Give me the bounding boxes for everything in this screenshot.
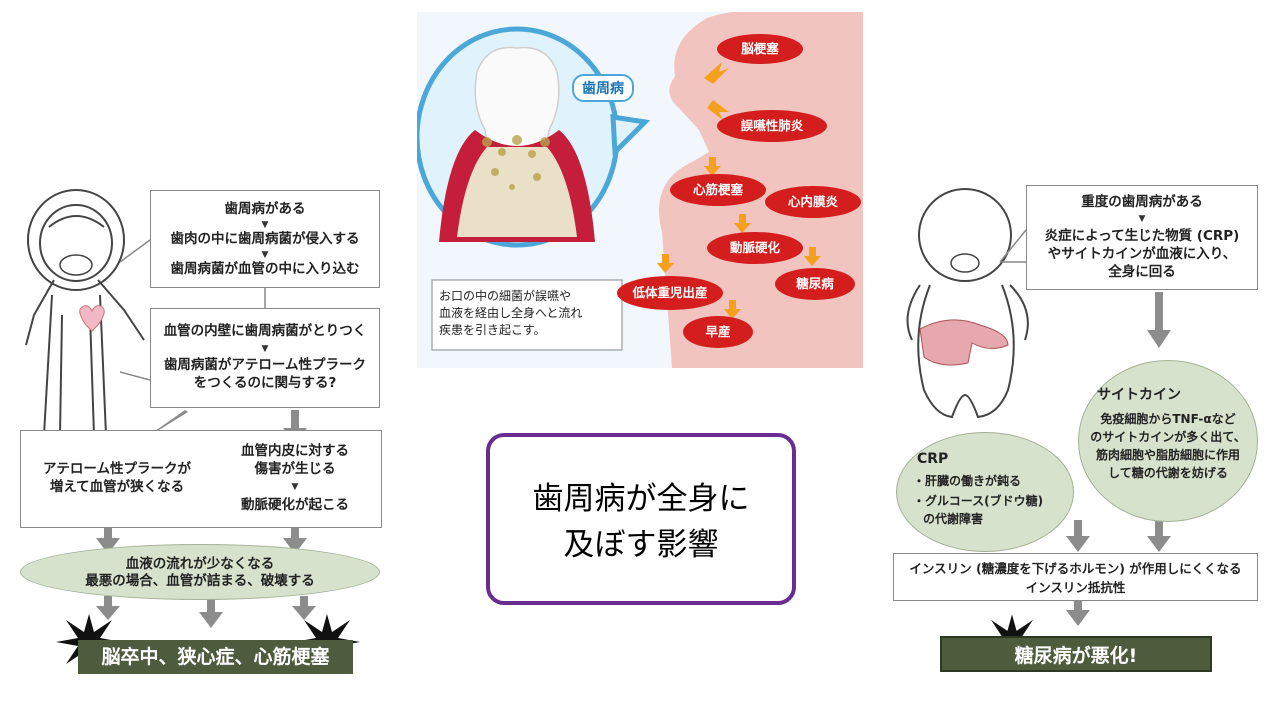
- left-box-vessel-effects: アテローム性プラークが 増えて血管が狭くなる 血管内皮に対する 傷害が生じる ▼…: [20, 430, 382, 528]
- disease-pill: 心筋梗塞: [670, 174, 766, 206]
- insulin-line1: インスリン (糖濃度を下げるホルモン) が作用しにくくなる: [909, 561, 1242, 576]
- left-result-text: 脳卒中、狭心症、心筋梗塞: [101, 646, 330, 668]
- bubble-label-badge: 歯周病: [572, 74, 634, 102]
- crp-heading: CRP: [917, 451, 949, 467]
- title-box: 歯周病が全身に 及ぼす影響: [486, 433, 796, 605]
- down-triangle-icon: ▼: [261, 220, 269, 230]
- caption-line3: 疾患を引き起こす。: [439, 323, 546, 337]
- right-result-banner: 糖尿病が悪化!: [940, 636, 1212, 672]
- right-box1-line4: 全身に回る: [1108, 264, 1176, 280]
- right-person-illustration: [906, 188, 1029, 419]
- left-box-plaque-formation: 血管の内壁に歯周病菌がとりつく ▼ 歯周病菌がアテローム性プラーク をつくるのに…: [150, 308, 380, 408]
- right-box1-line3: やサイトカインが血液に入り、: [1047, 246, 1237, 262]
- right-connectors: [999, 229, 1171, 626]
- cytokine-line3: 筋肉細胞や脂肪細胞に作用: [1095, 448, 1240, 462]
- left-box1-line3: 歯周病菌が血管の中に入り込む: [170, 261, 360, 277]
- cytokine-line1: 免疫細胞からTNF-αなど: [1100, 412, 1236, 426]
- cytokine-ellipse: サイトカイン 免疫細胞からTNF-αなど のサイトカインが多く出て、 筋肉細胞や…: [1078, 360, 1258, 522]
- down-triangle-icon: ▼: [1138, 214, 1146, 224]
- insulin-box: インスリン (糖濃度を下げるホルモン) が作用しにくくなる インスリン抵抗性: [893, 553, 1258, 601]
- center-caption: お口の中の細菌が誤嚥や 血液を経由し全身へと流れ 疾患を引き起こす。: [439, 288, 619, 339]
- cytokine-line2: のサイトカインが多く出て、: [1090, 430, 1246, 444]
- down-triangle-icon: ▼: [261, 344, 269, 354]
- crp-line1: ・肝臓の働きが鈍る: [913, 474, 1022, 488]
- disease-pill: 低体重児出産: [617, 276, 723, 310]
- caption-line2: 血液を経由し全身へと流れ: [439, 306, 583, 320]
- left-box3-right-line3: 動脈硬化が起こる: [241, 497, 349, 513]
- right-box-crp-cytokine: 重度の歯周病がある ▼ 炎症によって生じた物質 (CRP) やサイトカインが血液…: [1026, 185, 1258, 290]
- cytokine-heading: サイトカイン: [1097, 387, 1181, 403]
- center-illustration: 歯周病 お口の中の細菌が誤嚥や 血液を経由し全身へと流れ 疾患を引き起こす。 脳…: [417, 12, 863, 368]
- ellipse-line2: 最悪の場合、血管が詰まる、破壊する: [85, 573, 315, 589]
- right-result-text: 糖尿病が悪化!: [1014, 645, 1138, 667]
- cytokine-line4: して糖の代謝を妨げる: [1108, 466, 1228, 480]
- left-box-gum-invasion: 歯周病がある ▼ 歯肉の中に歯周病菌が侵入する ▼ 歯周病菌が血管の中に入り込む: [150, 190, 380, 288]
- down-triangle-icon: ▼: [291, 482, 299, 492]
- left-box2-line3: をつくるのに関与する?: [193, 375, 337, 391]
- disease-pill: 誤嚥性肺炎: [717, 110, 827, 142]
- left-box3-left-line1: アテローム性プラークが: [42, 461, 192, 477]
- bubble-label: 歯周病: [582, 81, 624, 97]
- down-triangle-icon: ▼: [261, 250, 269, 260]
- disease-pill: 早産: [683, 316, 753, 348]
- left-box2-line1: 血管の内壁に歯周病菌がとりつく: [163, 323, 367, 339]
- left-box1-line2: 歯肉の中に歯周病菌が侵入する: [170, 231, 360, 247]
- disease-pill: 動脈硬化: [707, 232, 803, 264]
- left-ellipse-blood-flow: 血液の流れが少なくなる 最悪の場合、血管が詰まる、破壊する: [20, 544, 380, 600]
- left-box2-line2: 歯周病菌がアテローム性プラーク: [163, 357, 367, 373]
- ellipse-line1: 血液の流れが少なくなる: [125, 556, 275, 572]
- left-result-banner: 脳卒中、狭心症、心筋梗塞: [78, 640, 353, 674]
- title-line1: 歯周病が全身に: [532, 481, 750, 517]
- left-box1-line1: 歯周病がある: [224, 201, 306, 217]
- right-box1-line1: 重度の歯周病がある: [1081, 194, 1203, 210]
- left-box3-right-line1: 血管内皮に対する: [241, 443, 349, 459]
- left-box3-left-line2: 増えて血管が狭くなる: [49, 479, 185, 495]
- disease-pill: 糖尿病: [775, 268, 855, 300]
- crp-line2: ・グルコース(ブドウ糖): [913, 494, 1044, 508]
- crp-line3: の代謝障害: [923, 512, 984, 526]
- crp-ellipse: CRP ・肝臓の働きが鈍る ・グルコース(ブドウ糖) の代謝障害: [896, 432, 1074, 552]
- disease-pill: 脳梗塞: [717, 34, 803, 64]
- disease-pill: 心内膜炎: [765, 186, 861, 218]
- caption-line1: お口の中の細菌が誤嚥や: [439, 289, 572, 303]
- title-line2: 及ぼす影響: [563, 527, 719, 563]
- insulin-line2: インスリン抵抗性: [1025, 580, 1126, 595]
- right-box1-line2: 炎症によって生じた物質 (CRP): [1044, 228, 1240, 244]
- left-box3-right-line2: 傷害が生じる: [254, 461, 336, 477]
